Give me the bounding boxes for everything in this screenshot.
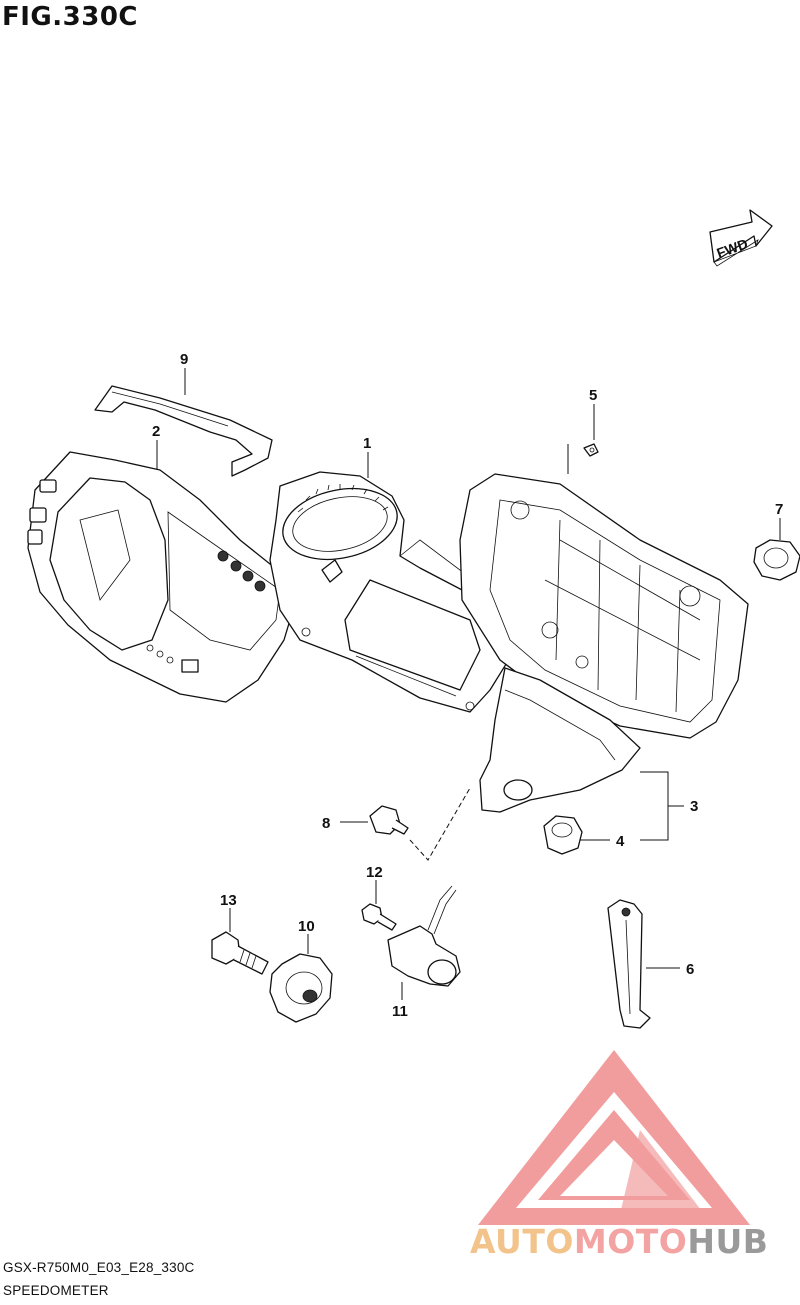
part-1-meter-assembly [269,471,517,713]
model-code: GSX-R750M0_E03_E28_330C [3,1260,195,1275]
part-11-sensor [387,885,461,987]
part-5-screw [583,443,599,457]
callout-10: 10 [298,918,315,935]
part-9-bracket [94,385,273,477]
part-10-nut [269,953,333,1023]
leader-3 [640,771,684,841]
callout-11: 11 [392,1003,408,1020]
part-8-bolt [369,805,409,835]
fwd-arrow-icon: FWD [709,209,773,267]
part-2-front-cover [27,451,297,703]
callout-8: 8 [322,815,330,832]
part-12-bolt [361,903,397,931]
callout-1: 1 [363,435,371,452]
part-6-strap [607,899,651,1029]
callout-13: 13 [220,892,237,909]
brand-moto: MOTO [573,1222,688,1261]
part-13-bolt [211,931,269,975]
callout-7: 7 [775,501,783,518]
part-3-meter-case [459,473,749,813]
callout-12: 12 [366,864,383,881]
watermark-brand: AUTOMOTOHUB [470,1222,768,1261]
brand-auto: AUTO [470,1222,574,1261]
section-name: SPEEDOMETER [3,1283,109,1298]
part-7-grommet [753,539,800,581]
callout-3: 3 [690,798,698,815]
callout-5: 5 [589,387,597,404]
automotohub-logo-icon [478,1050,750,1225]
callout-6: 6 [686,961,694,978]
part-4-cushion [543,815,583,855]
leader-5 [567,404,595,474]
brand-hub: HUB [687,1222,769,1261]
callout-2: 2 [152,423,160,440]
figure-title: FIG.330C [2,2,139,32]
callout-4: 4 [616,833,625,850]
callout-9: 9 [180,351,188,368]
leader-dash [409,787,471,861]
